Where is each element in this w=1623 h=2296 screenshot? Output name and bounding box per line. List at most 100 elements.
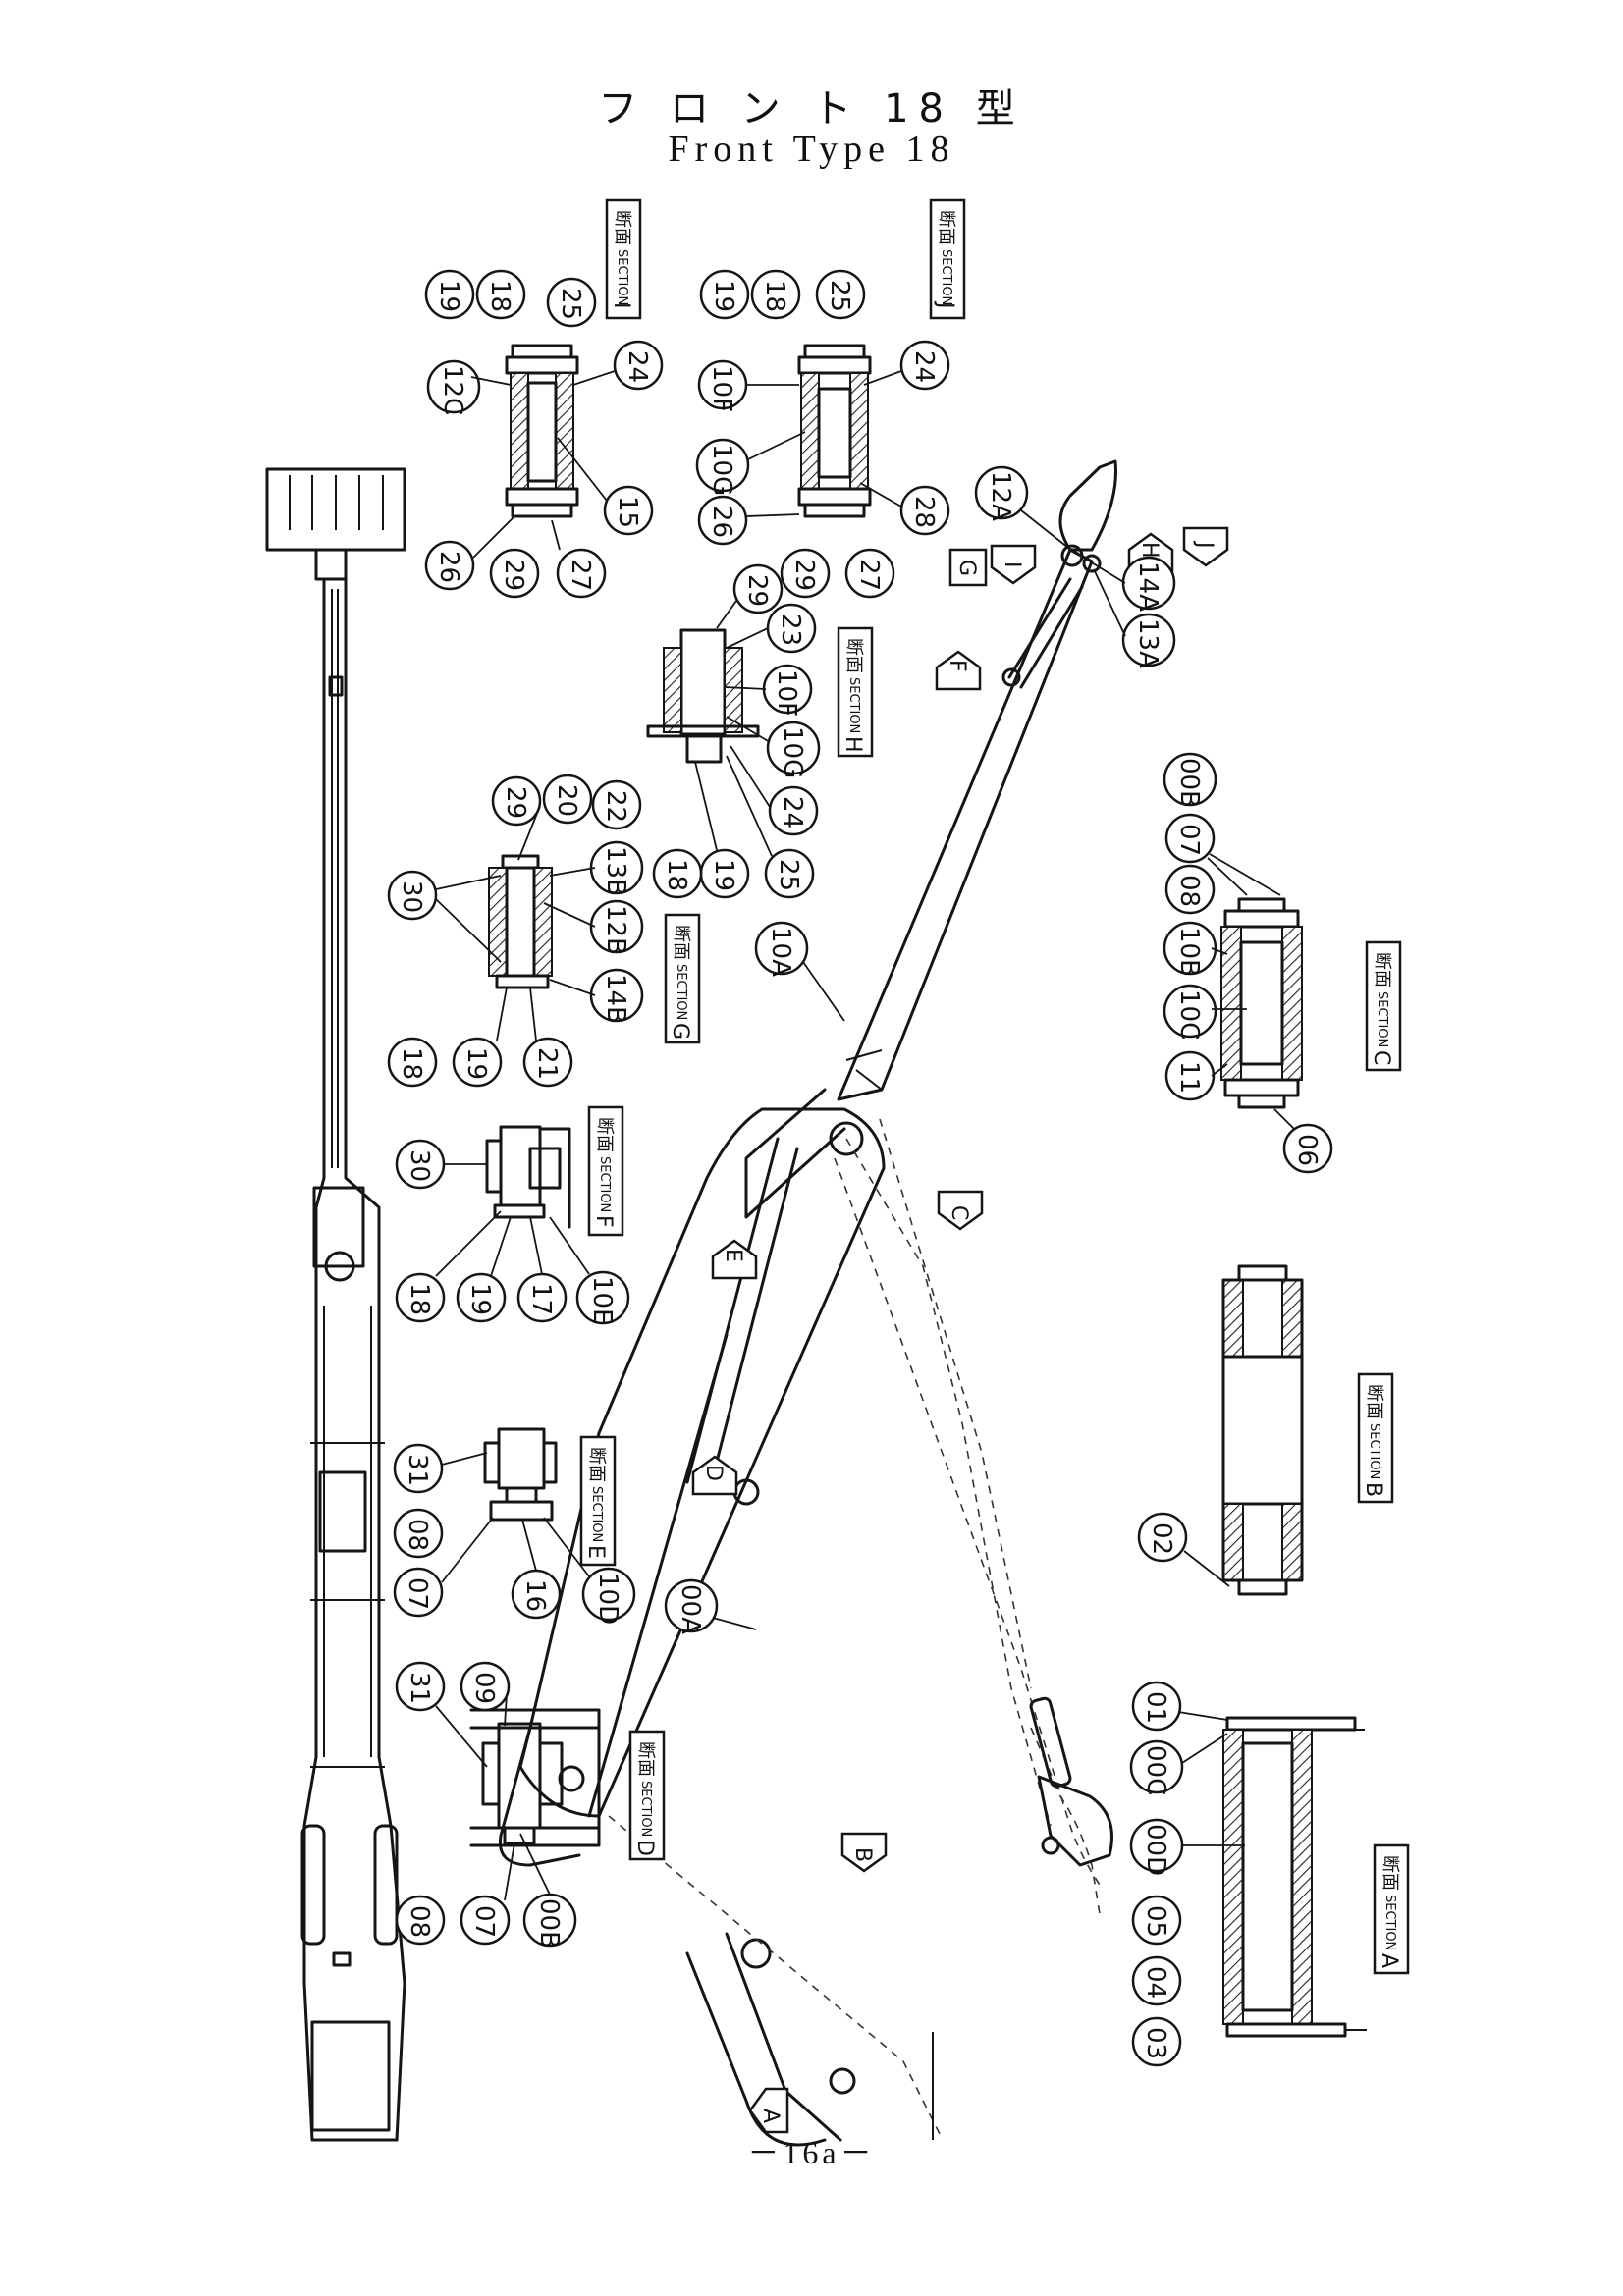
svg-text:12A: 12A	[986, 471, 1015, 521]
svg-text:19: 19	[461, 1047, 491, 1080]
callout: 05	[1131, 1895, 1182, 1946]
svg-text:28: 28	[909, 496, 939, 528]
callout: 07	[460, 1895, 511, 1946]
svg-text:18: 18	[405, 1283, 434, 1315]
svg-text:SECTION: SECTION	[674, 964, 688, 1020]
svg-text:SECTION: SECTION	[638, 1781, 653, 1837]
callout: 00C	[1129, 1739, 1184, 1795]
svg-text:断面: 断面	[1380, 1855, 1400, 1891]
svg-text:J: J	[933, 300, 957, 309]
svg-text:断面: 断面	[1372, 952, 1392, 988]
svg-text:19: 19	[709, 280, 738, 312]
callout: 14B	[589, 968, 644, 1024]
svg-text:19: 19	[465, 1283, 495, 1315]
svg-text:26: 26	[707, 506, 736, 538]
svg-text:03: 03	[1141, 2027, 1170, 2059]
svg-text:27: 27	[854, 559, 884, 591]
callout: 26	[697, 495, 748, 546]
callout: 19	[699, 848, 750, 899]
front-top-view	[265, 467, 406, 2142]
section-h-drawing	[646, 628, 760, 764]
callout: 07	[393, 1567, 444, 1618]
svg-text:14A: 14A	[1133, 561, 1163, 612]
svg-text:29: 29	[499, 559, 528, 591]
svg-text:20: 20	[552, 784, 581, 817]
svg-text:断面: 断面	[671, 925, 691, 960]
svg-text:08: 08	[405, 1905, 434, 1938]
svg-text:10D: 10D	[593, 1573, 622, 1625]
svg-text:19: 19	[709, 859, 738, 891]
callout: 10B	[1163, 921, 1217, 977]
callout: 25	[546, 277, 597, 328]
svg-text:13A: 13A	[1133, 618, 1163, 668]
svg-text:B: B	[1361, 1482, 1385, 1497]
callout: 16	[511, 1569, 562, 1620]
callout: 12C	[426, 359, 481, 415]
svg-text:SECTION: SECTION	[846, 677, 861, 733]
svg-text:24: 24	[909, 350, 939, 383]
section-label-h: 断面 SECTION H	[837, 626, 874, 758]
callout: 18	[387, 1037, 438, 1088]
section-label-f: 断面 SECTION F	[587, 1105, 624, 1237]
callout: 08	[1164, 864, 1216, 915]
section-i-drawing	[505, 344, 579, 518]
svg-text:断面: 断面	[1364, 1384, 1384, 1419]
callout: 27	[844, 548, 895, 599]
callout: 30	[387, 870, 438, 921]
svg-text:10F: 10F	[772, 669, 801, 717]
svg-text:12C: 12C	[438, 365, 467, 415]
callouts-section-f: 30 18 19 17 10E	[395, 1139, 630, 1325]
svg-text:23: 23	[776, 614, 805, 646]
callouts-section-h: 29 23 10F 10G 24 25 19 18	[652, 563, 821, 899]
callout: 23	[766, 603, 817, 654]
page-number: －16a－	[747, 2135, 876, 2170]
svg-text:00A: 00A	[676, 1584, 705, 1634]
callout: 18	[652, 848, 703, 899]
svg-text:29: 29	[501, 786, 530, 819]
view-arrow-a-letter: A	[758, 2109, 783, 2123]
svg-text:10C: 10C	[1174, 989, 1204, 1040]
callout: 06	[1282, 1123, 1333, 1174]
callout: 31	[393, 1443, 444, 1494]
callout: 13A	[1121, 613, 1176, 668]
svg-text:10E: 10E	[587, 1276, 617, 1325]
svg-text:10A: 10A	[766, 927, 795, 977]
callout: 20	[542, 774, 593, 825]
callout: 04	[1131, 1955, 1182, 2006]
callout: 10D	[581, 1567, 636, 1625]
svg-text:SECTION: SECTION	[1375, 991, 1389, 1047]
callout: 26	[424, 540, 475, 591]
callouts-section-g: 29 20 22 13B 12B 30 14B 18 19 21	[387, 774, 644, 1088]
svg-text:H: H	[840, 736, 865, 753]
svg-text:SECTION: SECTION	[1382, 1895, 1397, 1950]
svg-text:15: 15	[613, 496, 642, 528]
svg-text:断面: 断面	[586, 1447, 607, 1482]
svg-text:07: 07	[469, 1905, 499, 1938]
view-arrow-b: B	[840, 1832, 888, 1873]
svg-text:22: 22	[601, 790, 630, 823]
svg-text:26: 26	[434, 551, 463, 583]
callout: 10G	[695, 438, 750, 496]
svg-text:24: 24	[778, 796, 807, 828]
callout: 10F	[697, 359, 748, 412]
svg-text:13B: 13B	[601, 846, 630, 896]
svg-text:断面: 断面	[612, 210, 632, 245]
section-d-drawing	[469, 1708, 601, 1847]
svg-text:25: 25	[556, 288, 585, 320]
svg-text:30: 30	[397, 881, 426, 913]
callout: 19	[452, 1037, 503, 1088]
section-c-drawing	[1220, 897, 1303, 1109]
callout: 19	[424, 269, 475, 320]
callout: 14A	[1121, 556, 1176, 612]
view-arrow-i-letter: I	[1000, 561, 1024, 568]
callout: 17	[516, 1272, 568, 1323]
callout: 29	[491, 775, 542, 827]
svg-text:D: D	[632, 1840, 657, 1856]
svg-text:06: 06	[1292, 1134, 1322, 1166]
view-arrows: A B C D E F G H	[691, 526, 1229, 2134]
view-arrow-e: E	[711, 1239, 758, 1280]
callout: 10E	[575, 1270, 630, 1325]
svg-text:断面: 断面	[635, 1741, 656, 1777]
svg-text:29: 29	[742, 574, 772, 607]
